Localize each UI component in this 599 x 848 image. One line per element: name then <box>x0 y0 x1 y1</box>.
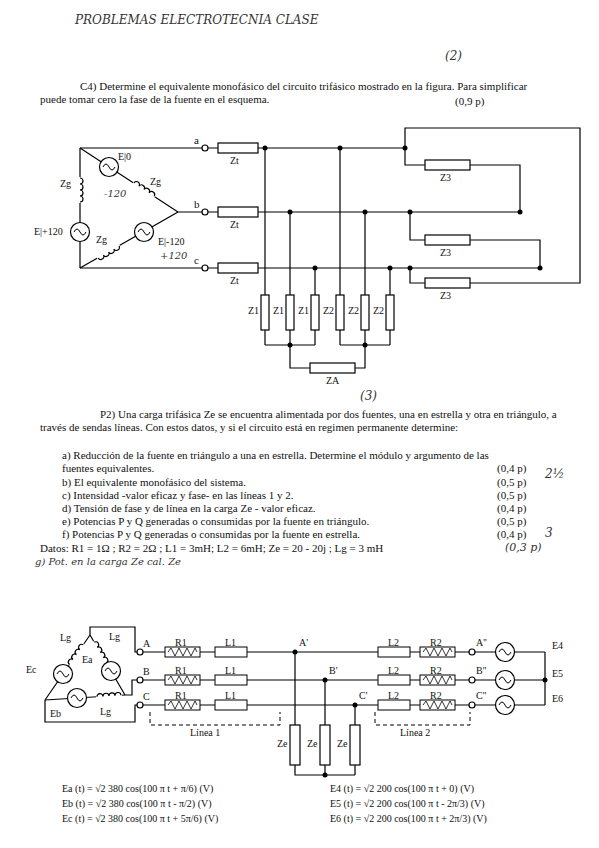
text-label: f) Potencias P y Q generadas o consumida… <box>62 528 492 541</box>
text-label: Eb <box>50 708 61 720</box>
text-label: R1 <box>175 665 187 677</box>
text-label: (0,4 p) <box>497 528 526 541</box>
text-label: Ec (t) = √2 380 cos(100 π t + 5π/6) (V) <box>62 813 218 825</box>
text-label: a <box>194 134 199 147</box>
text-label: R1 <box>175 690 187 702</box>
handwritten-note: -120 <box>104 188 126 200</box>
text-label: R2 <box>430 665 442 677</box>
text-label: Z2 <box>373 305 384 317</box>
text-label: Ze <box>307 738 318 750</box>
text-label: Datos: R1 = 1Ω ; R2 = 2Ω ; L1 = 3mH; L2 … <box>40 542 383 555</box>
text-label: L2 <box>388 690 399 702</box>
text-label: Lg <box>60 632 71 644</box>
text-label: Línea 2 <box>400 727 430 739</box>
text-label: L2 <box>388 637 399 649</box>
text-label: Zt <box>230 155 239 167</box>
text-label: Z1 <box>298 305 309 317</box>
text-label: Línea 1 <box>190 727 220 739</box>
text-label: R2 <box>430 637 442 649</box>
text-label: C <box>143 691 150 703</box>
text-label: Zt <box>230 219 239 231</box>
text-label: Eb (t) = √2 380 cos(100 π t - π/2) (V) <box>62 798 212 810</box>
text-label: ZA <box>326 375 339 387</box>
handwritten-note: PROBLEMAS ELECTROTECNIA CLASE <box>75 14 319 28</box>
text-label: Ze <box>337 738 348 750</box>
handwritten-note: (2) <box>445 50 462 64</box>
text-label: Lg <box>109 631 120 643</box>
text-label: L1 <box>225 690 236 702</box>
text-label: E6 <box>552 693 563 705</box>
text-label: E|-120 <box>158 236 184 248</box>
handwritten-note: g) Pot. en la carga Ze cal. Ze <box>35 556 181 568</box>
text-label: c <box>194 254 199 267</box>
text-label: b) El equivalente monofásico del sistema… <box>62 476 492 489</box>
handwritten-note: (0,3 p) <box>505 542 542 555</box>
text-label: P2) Una carga trifásica Ze se encuentra … <box>40 408 565 433</box>
text-label: E4 (t) = √2 200 cos(100 π t + 0) (V) <box>330 783 474 795</box>
text-label: E4 <box>552 640 563 652</box>
text-label: Z2 <box>348 305 359 317</box>
text-label: b <box>194 198 200 211</box>
text-label: Ec <box>26 664 37 676</box>
text-label: (0,5 p) <box>497 489 526 502</box>
text-label: E6 (t) = √2 200 cos(100 π t + 2π/3) (V) <box>330 813 487 825</box>
text-label: Zg <box>150 176 161 188</box>
text-label: Z2 <box>323 305 334 317</box>
handwritten-note: 3 <box>545 527 553 541</box>
text-label: Z3 <box>440 290 451 302</box>
text-label: B' <box>329 665 337 677</box>
text-label: c) Intensidad -valor eficaz y fase- en l… <box>62 489 492 502</box>
handwritten-note: 2½ <box>545 468 564 482</box>
text-label: (0,4 p) <box>497 462 526 475</box>
text-label: A'' <box>476 637 487 649</box>
text-label: e) Potencias P y Q generadas o consumida… <box>62 515 492 528</box>
text-label: C' <box>359 690 367 702</box>
text-label: Ze <box>277 738 288 750</box>
text-label: (0,9 p) <box>455 95 484 108</box>
text-label: A <box>143 638 150 650</box>
text-label: R1 <box>175 637 187 649</box>
text-label: C'' <box>476 690 486 702</box>
handwritten-note: (3) <box>360 390 377 404</box>
text-label: Ea (t) = √2 380 cos(100 π t + π/6) (V) <box>62 783 213 795</box>
text-label: Zg <box>60 178 71 190</box>
text-label: L1 <box>225 637 236 649</box>
text-label: a) Reducción de la fuente en triángulo a… <box>62 449 492 474</box>
text-label: (0,5 p) <box>497 476 526 489</box>
text-label: Z1 <box>248 305 259 317</box>
text-label: (0,5 p) <box>497 515 526 528</box>
text-label: L2 <box>388 665 399 677</box>
text-label: Zt <box>230 275 239 287</box>
text-label: Zg <box>96 234 107 246</box>
text-label: L1 <box>225 665 236 677</box>
text-label: (0,4 p) <box>497 502 526 515</box>
text-label: d) Tensión de fase y de línea en la carg… <box>62 502 492 515</box>
text-label: A' <box>299 637 308 649</box>
text-label: Ea <box>82 654 93 666</box>
handwritten-note: +120 <box>160 250 187 262</box>
text-label: E5 <box>552 668 563 680</box>
text-label: E5 (t) = √2 200 cos(100 π t - 2π/3) (V) <box>330 798 485 810</box>
text-label: B <box>143 666 150 678</box>
text-label: E|0 <box>118 151 131 163</box>
text-label: R2 <box>430 690 442 702</box>
text-label: Z3 <box>440 172 451 184</box>
text-label: Z3 <box>440 247 451 259</box>
text-label: E|+120 <box>34 226 63 238</box>
text-label: B'' <box>476 665 486 677</box>
text-label: Z1 <box>273 305 284 317</box>
text-label: Lg <box>100 706 111 718</box>
